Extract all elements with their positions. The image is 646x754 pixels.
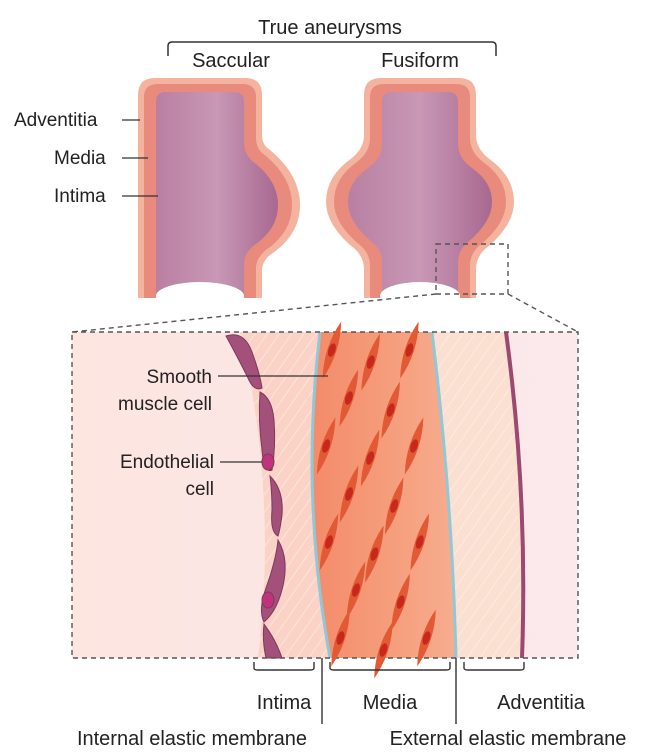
internal-membrane-label: Internal elastic membrane [77,728,307,749]
external-membrane-label: External elastic membrane [390,728,627,749]
adventitia-bottom-label: Adventitia [497,692,586,714]
media-top-label: Media [54,148,106,169]
smooth-muscle-label-line1: Smooth [147,367,212,388]
media-bottom-label: Media [363,692,418,714]
fusiform-label: Fusiform [381,50,459,72]
endothelial-label-line2: cell [185,479,214,500]
true-aneurysms-label: True aneurysms [258,17,402,39]
smooth-muscle-label-line2: muscle cell [118,394,212,415]
endothelial-label-line1: Endothelial [120,452,214,473]
fusiform-vessel [326,78,514,310]
intima-bottom-label: Intima [257,692,312,714]
saccular-vessel [138,78,300,310]
adventitia-top-label: Adventitia [14,110,98,131]
saccular-label: Saccular [192,50,270,72]
intima-top-label: Intima [54,186,106,207]
endothelial-nucleus [262,454,274,470]
bottom-brackets [254,662,524,670]
